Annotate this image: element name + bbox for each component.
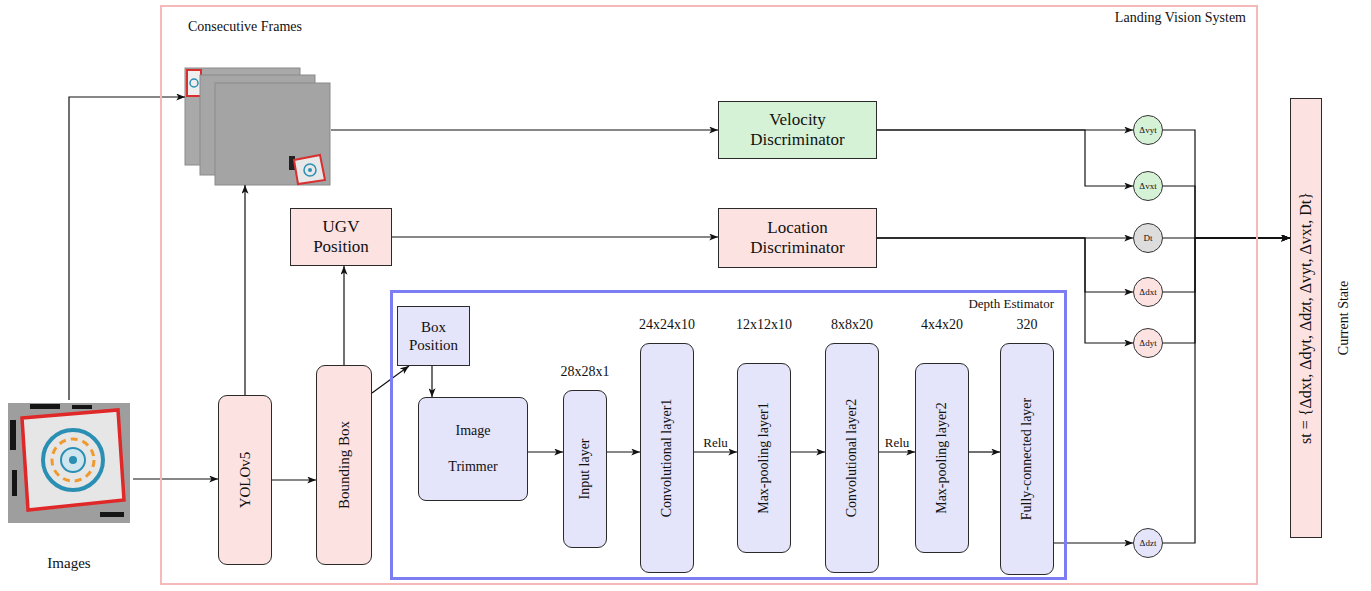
image-dark-patch [10,420,16,450]
layer-box: Input layer [563,390,607,548]
node-label: Δdxt [1139,288,1156,297]
node-label: Velocity Discriminator [724,110,871,151]
connector-arrow [877,130,1133,186]
layer-box: Fully-connected layer [1000,343,1054,575]
node-label: Location Discriminator [724,218,871,259]
node-label: UGV Position [296,217,386,258]
process-box: Box Position [397,306,470,366]
node-label: Dt [1144,234,1153,243]
state-variable-circle: Δvyt [1133,115,1163,145]
state-variable-circle: Δvxt [1133,171,1163,201]
node-label: Max-pooling layer1 [756,402,772,514]
edge-label: Relu [884,436,911,450]
input-image [8,403,130,523]
state-variable-circle: Δdyt [1133,328,1163,358]
connector-arrow [969,451,1000,452]
marker-ring [304,164,316,176]
connector-arrow [607,451,640,452]
connector-arrow [69,97,185,400]
connector-arrow [244,185,245,395]
layer-box: Convolutional layer1 [640,343,694,573]
pad-ring [43,430,103,490]
connector-arrow [877,238,1133,292]
edge-label: Relu [702,436,729,450]
connector-arrow [1163,238,1290,292]
node-label: Bounding Box [336,421,353,509]
node-label: Fully-connected layer [1019,398,1035,520]
layer-box: Max-pooling layer2 [915,363,969,553]
connector-arrow [272,479,316,480]
connector-arrow [1163,130,1290,238]
node-label: Δdyt [1139,339,1156,348]
image-ground [8,403,130,523]
node-label: Convolutional layer2 [844,399,860,518]
dimension-label: 4x4x20 [921,317,963,332]
layer-box: Convolutional layer2 [825,343,879,573]
state-box: st = {Δdxt, Δdyt, Δdzt, Δvyt, Δvxt, Dt} C… [1290,98,1362,538]
image-dark-patch [30,404,60,409]
marker-dot [308,168,312,172]
connector-arrow [528,451,563,452]
frame-stack [185,68,330,185]
state-variable-circle: Dt [1133,223,1163,253]
process-box: YOLOv5 [218,395,272,565]
dimension-label: 12x12x10 [736,317,792,332]
node-label: Input layer [577,438,593,499]
process-box: UGV Position [290,208,392,266]
image-dark-patch [72,405,92,409]
marker [294,155,325,184]
connector-arrow [1163,186,1290,238]
image-figure: Images [5,400,133,572]
node-label: Depth Estimator [968,296,1054,312]
node-label: Images [5,555,133,572]
node-label: Max-pooling layer2 [934,402,950,514]
connector-arrow [1163,238,1290,343]
process-box: Velocity Discriminator [718,101,877,159]
state-variable-circle: Δdxt [1133,277,1163,307]
node-label: YOLOv5 [237,452,254,509]
connector-arrow [343,266,344,365]
dimension-label: 320 [1017,317,1038,332]
node-label: Box Position [403,318,464,354]
dimension-label: 24x24x10 [639,317,695,332]
connector-arrow [791,451,825,452]
node-label: Landing Vision System [1115,10,1246,26]
process-box: Bounding Box [316,365,372,565]
marker-ring [190,79,198,87]
image-dark-patch [12,470,17,496]
connector-arrow [1163,238,1290,543]
marker [187,70,201,96]
process-box: Location Discriminator [718,208,877,268]
node-label: Δvyt [1139,126,1156,135]
connector-arrow [392,236,718,237]
pad-center [69,456,77,464]
node-label: Δvxt [1139,182,1156,191]
node-label: Δdzt [1140,539,1157,548]
process-box: Image Trimmer [418,397,528,501]
node-label: st = {Δdxt, Δdyt, Δdzt, Δvyt, Δvxt, Dt} [1297,192,1315,444]
system-boundary: Landing Vision SystemConsecutive FramesV… [160,5,1258,585]
landing-pad [22,410,124,510]
dimension-label: 8x8x20 [831,317,873,332]
layer-box: Max-pooling layer1 [737,363,791,553]
pad-dashes [52,439,94,481]
dimension-label: 28x28x1 [561,364,610,379]
node-label: Consecutive Frames [185,18,305,36]
node-label: Current State [1336,281,1352,355]
connector-arrow [879,451,915,452]
connector-arrow [331,129,718,130]
connector-arrow [133,478,218,479]
pad-ring [61,448,85,472]
connector-arrow [431,366,432,397]
connector-arrow [694,451,737,452]
node-label: Image Trimmer [443,413,503,486]
state-variable-circle: Δdzt [1133,528,1163,558]
frames-figure: Consecutive Frames [185,18,331,185]
node-label: Convolutional layer1 [659,399,675,518]
image-dark-patch [100,512,124,517]
frame [215,83,330,185]
